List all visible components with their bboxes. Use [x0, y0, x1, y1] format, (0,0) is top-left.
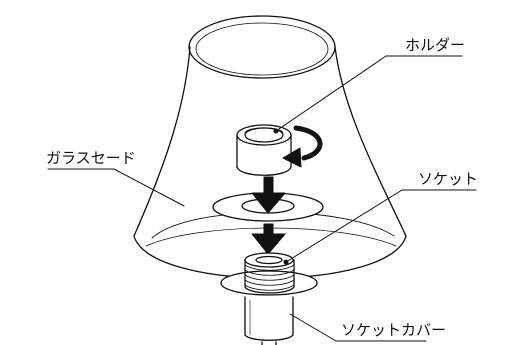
holder: [236, 124, 292, 176]
socket-label: ソケット: [418, 170, 478, 188]
down-arrow-icon: [251, 223, 286, 255]
glass-shade-label: ガラスセード: [46, 149, 136, 167]
socket: [220, 252, 318, 296]
down-arrow-icon: [251, 176, 286, 214]
leader-lines: [47, 55, 477, 342]
rotate-arrow-icon: [282, 125, 323, 168]
holder-label: ホルダー: [405, 36, 465, 54]
socket-cover-label: ソケットカバー: [341, 321, 446, 339]
socket-cover: [244, 296, 294, 345]
